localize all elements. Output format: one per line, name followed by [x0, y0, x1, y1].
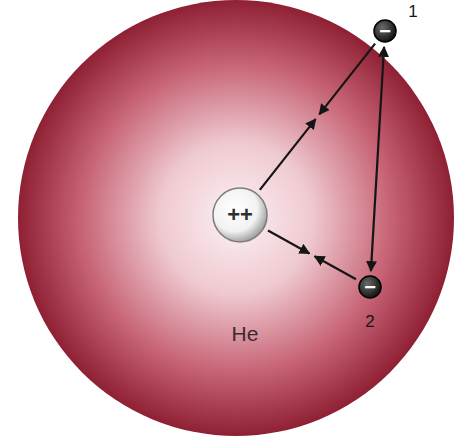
electron-body	[359, 276, 381, 298]
charge-sign: −	[358, 275, 382, 299]
force-arrow	[268, 231, 356, 280]
force-arrow-line	[315, 256, 356, 279]
charge-sign: ++	[212, 187, 268, 243]
force-arrow-line	[371, 47, 384, 271]
force-arrow-line	[268, 231, 309, 254]
electron: −2	[358, 275, 382, 299]
nucleus: ++	[212, 187, 268, 243]
atom-sphere: ++−1−2He	[18, 0, 454, 436]
force-arrow	[371, 47, 384, 271]
element-symbol: He	[232, 322, 259, 346]
force-arrow-line	[260, 119, 316, 190]
callout-number: 2	[365, 312, 374, 332]
callout-number: 1	[408, 2, 417, 22]
nucleus-body	[213, 188, 267, 242]
force-arrow	[260, 44, 375, 190]
sphere-body	[18, 0, 454, 436]
force-arrow-line	[319, 44, 375, 115]
electron-body	[374, 20, 396, 42]
charge-sign: −	[373, 19, 397, 43]
electron: −1	[373, 19, 397, 43]
